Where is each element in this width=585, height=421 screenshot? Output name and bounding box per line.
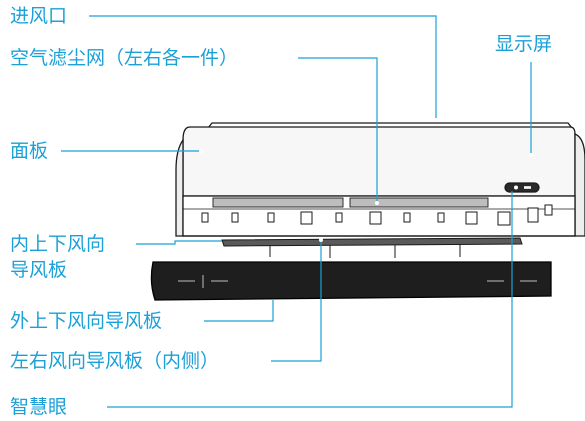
air-conditioner-unit bbox=[150, 122, 585, 301]
leader-inner-louver bbox=[136, 240, 222, 245]
leader-air-inlet bbox=[89, 15, 437, 120]
label-outer-louver: 外上下风向导风板 bbox=[10, 310, 163, 332]
leader-air-filter bbox=[298, 57, 378, 203]
air-filter-right bbox=[349, 197, 489, 208]
leader-outer-louver bbox=[204, 300, 274, 322]
outer-louver bbox=[150, 261, 552, 301]
air-filter-left bbox=[212, 197, 344, 208]
left-side-cap bbox=[175, 137, 184, 237]
label-side-louver: 左右风向导风板（内侧） bbox=[10, 350, 220, 372]
leader-dots bbox=[199, 118, 533, 242]
label-inner-louver-line2: 导风板 bbox=[10, 259, 68, 281]
label-smart-eye: 智慧眼 bbox=[10, 396, 68, 418]
leader-lines bbox=[61, 15, 532, 408]
inner-louver bbox=[221, 237, 523, 247]
label-inner-louver-line1: 内上下风向 bbox=[10, 233, 106, 255]
display-window bbox=[504, 182, 540, 193]
right-side-cap bbox=[574, 133, 585, 237]
label-air-filter: 空气滤尘网（左右各一件） bbox=[10, 47, 239, 69]
inner-louver-hinges bbox=[269, 244, 461, 258]
leader-side-louver bbox=[271, 240, 322, 362]
display-indicator bbox=[514, 185, 518, 190]
label-panel: 面板 bbox=[10, 140, 49, 162]
label-air-inlet: 进风口 bbox=[10, 5, 68, 27]
label-display: 显示屏 bbox=[495, 33, 553, 55]
leader-smart-eye bbox=[107, 191, 513, 408]
side-louvers bbox=[201, 204, 553, 226]
